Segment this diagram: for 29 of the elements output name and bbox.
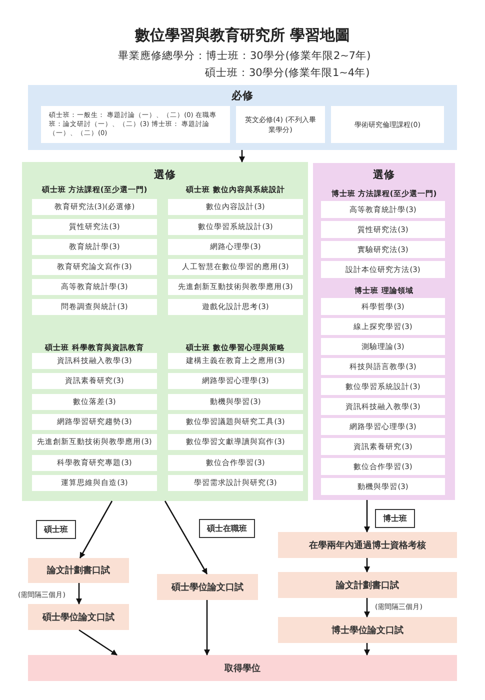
credit-note: 畢業應修總學分：博士班：30學分(修業年限2~7年)	[118, 49, 371, 63]
arrow	[204, 600, 210, 656]
track-label: 碩士在職班	[199, 519, 255, 538]
arrow	[239, 150, 245, 162]
arrow	[164, 500, 208, 574]
arrow	[364, 598, 370, 618]
arrow	[364, 500, 370, 532]
step-box: 取得學位	[28, 655, 457, 681]
arrow	[78, 629, 118, 656]
step-box: 碩士學位論文口試	[157, 574, 258, 600]
arrow	[364, 643, 370, 656]
arrow	[364, 558, 370, 572]
title: 數位學習與教育研究所 學習地圖	[134, 26, 352, 45]
panel-heading: 選修	[153, 168, 177, 182]
arrow	[79, 500, 113, 558]
required-band	[28, 85, 457, 150]
step-box: 論文計劃書口試	[278, 572, 457, 598]
step-box: 在學兩年內通過博士資格考核	[278, 532, 457, 558]
panel-heading: 選修	[372, 168, 396, 182]
elective-panel	[313, 163, 455, 500]
credit-note: 碩士班：30學分(修業年限1~4年)	[205, 66, 370, 80]
step-box: 博士學位論文口試	[278, 617, 457, 643]
arrow	[76, 583, 82, 604]
track-label: 博士班	[375, 509, 415, 528]
track-label: 碩士班	[36, 520, 76, 539]
step-box: 論文計劃書口試	[28, 558, 129, 583]
elective-panel	[22, 162, 308, 501]
step-box: 碩士學位論文口試	[28, 604, 129, 630]
panel-heading: 必修	[230, 89, 254, 103]
